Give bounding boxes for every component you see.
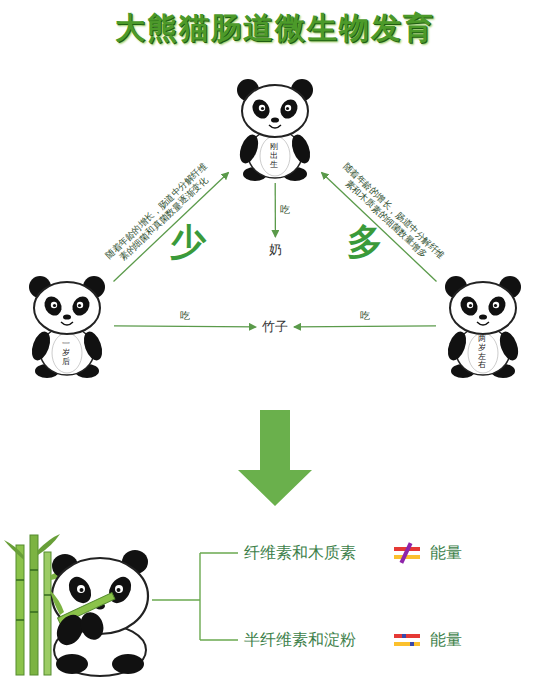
not-equal-icon [394, 542, 420, 564]
equal-icon [394, 634, 420, 646]
belly-text: 两岁左右 [478, 335, 486, 370]
nutrient-label: 半纤维素和淀粉 [244, 630, 356, 651]
down-arrow [238, 410, 312, 506]
connector-arrow [114, 326, 256, 327]
belly-text: 一岁后 [62, 340, 70, 366]
node-text: 奶 [269, 242, 282, 257]
energy-label: 能量 [430, 543, 462, 564]
belly-text: 刚出生 [270, 143, 278, 169]
connector-arrow [294, 326, 436, 327]
edge-label: 吃 [180, 310, 190, 323]
panda-node: 刚出生 [230, 76, 320, 181]
eating-panda [50, 550, 148, 676]
node-text: 竹子 [262, 319, 288, 334]
edge-label: 吃 [280, 204, 290, 217]
text-node: 竹子 [258, 316, 292, 338]
diagram-title: 大熊猫肠道微生物发育 [0, 8, 550, 49]
panda-node: 一岁后 [22, 273, 112, 378]
text-node: 奶 [265, 239, 286, 261]
energy-label: 能量 [430, 630, 462, 651]
amount-label: 少 [170, 218, 206, 267]
amount-label: 多 [347, 218, 383, 267]
edge-label: 吃 [360, 310, 370, 323]
bracket [152, 553, 238, 640]
connector-arrow [275, 183, 276, 237]
panda-node: 两岁左右 [438, 273, 528, 378]
nutrient-label: 纤维素和木质素 [244, 543, 356, 564]
